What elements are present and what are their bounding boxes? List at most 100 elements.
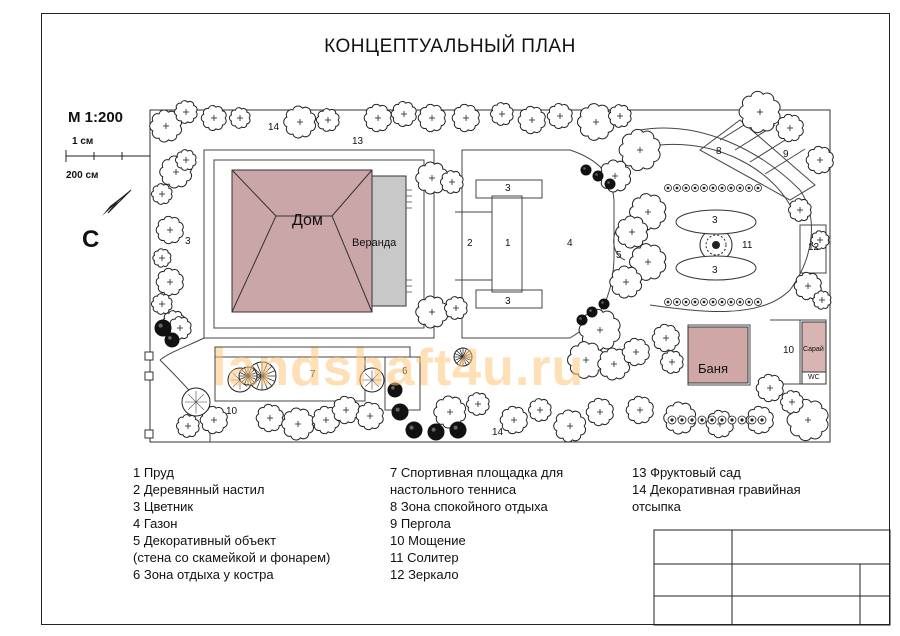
shrub-dot-icon <box>682 298 690 306</box>
shrub-dot-icon <box>727 415 737 425</box>
watermark: landshaft4u.ru <box>212 339 585 397</box>
tree-icon <box>755 373 784 403</box>
plan-number-3-bottom: 3 <box>505 296 511 307</box>
dark-shrub-icon <box>580 164 592 176</box>
shrub-dot-icon <box>709 298 717 306</box>
shrub-dot-icon <box>718 298 726 306</box>
shrub-dot-icon <box>667 415 677 425</box>
legend-item: 8 Зона спокойного отдыха <box>390 499 548 514</box>
shrub-dot-icon <box>709 184 717 192</box>
shrub-dot-icon <box>736 298 744 306</box>
tree-icon <box>451 103 480 133</box>
legend-item: 7 Спортивная площадка для <box>390 465 564 480</box>
tree-icon <box>151 293 173 315</box>
plan-number-1: 1 <box>505 238 511 249</box>
plan-number-3-left: 3 <box>185 236 191 247</box>
dark-shrub-icon <box>598 298 610 310</box>
tree-icon <box>176 414 200 438</box>
tree-icon <box>615 215 648 249</box>
shrub-dot-icon <box>682 184 690 192</box>
shrub-dot-icon <box>687 415 697 425</box>
plan-number-4: 4 <box>567 238 573 249</box>
plan-number-8: 8 <box>716 146 722 157</box>
shrub-dot-icon <box>707 415 717 425</box>
deciduous-tree-icon <box>181 387 211 417</box>
plan-number-11: 11 <box>742 240 753 251</box>
plan-number-5: 5 <box>616 250 622 261</box>
plan-number-6: 6 <box>402 366 408 377</box>
shrub-dot-icon <box>727 298 735 306</box>
shrub-dot-icon <box>664 184 672 192</box>
north-arrow <box>102 189 132 216</box>
tree-icon <box>200 105 227 131</box>
tree-icon <box>598 159 631 193</box>
tree-icon <box>199 405 228 435</box>
tree-icon <box>444 296 468 320</box>
tree-icon <box>281 407 314 441</box>
tree-icon <box>417 103 446 133</box>
conifer-icon <box>453 347 473 367</box>
legend-item: 12 Зеркало <box>390 567 459 582</box>
tree-icon <box>553 409 586 443</box>
legend-item: 13 Фруктовый сад <box>632 465 741 480</box>
plan-number-10-left: 10 <box>226 406 238 417</box>
plan-number-14-top: 14 <box>268 122 280 133</box>
legend-item: 14 Декоративная гравийная <box>632 482 801 497</box>
shrub-dot-icon <box>737 415 747 425</box>
shrub-dot-icon <box>673 184 681 192</box>
scale-label: М 1:200 <box>68 109 124 126</box>
shrub-dot-icon <box>754 184 762 192</box>
shrub-dot-icon <box>673 298 681 306</box>
plan-number-13: 13 <box>352 136 364 147</box>
tree-icon <box>651 323 680 353</box>
north-label: С <box>82 226 100 253</box>
scale-unit-small: 1 см <box>72 136 94 147</box>
dark-shrub-icon <box>576 314 588 326</box>
dark-shrub-icon <box>164 332 180 348</box>
legend-item: 5 Декоративный объект <box>133 533 277 548</box>
shrub-dot-icon <box>691 298 699 306</box>
tree-icon <box>546 103 573 129</box>
shrub-dot-icon <box>700 184 708 192</box>
dark-shrub-icon <box>405 421 423 439</box>
tree-icon <box>780 390 804 414</box>
dark-shrub-icon <box>449 421 467 439</box>
dark-shrub-icon <box>387 382 403 398</box>
plan-number-7: 7 <box>310 369 316 380</box>
tree-icon <box>609 265 642 299</box>
tree-icon <box>174 100 198 124</box>
shrub-dot-icon <box>736 184 744 192</box>
legend-item: отсыпка <box>632 499 681 514</box>
plan-number-12: 12 <box>808 242 820 253</box>
dark-shrub-icon <box>427 423 445 441</box>
shrub-dot-icon <box>718 184 726 192</box>
title-block <box>653 529 891 626</box>
tree-icon <box>517 105 546 135</box>
shrub-dot-icon <box>664 298 672 306</box>
tree-icon <box>629 243 667 281</box>
plan-number-3-top: 3 <box>505 183 511 194</box>
house-label: Дом <box>292 212 323 229</box>
deciduous-tree-icon <box>359 367 385 393</box>
tree-icon <box>415 161 448 195</box>
shrub-dot-icon <box>745 184 753 192</box>
tree-icon <box>577 103 615 141</box>
shed-label: Сарай <box>803 346 824 353</box>
plan-number-2: 2 <box>467 238 473 249</box>
legend-item: 10 Мощение <box>390 533 466 548</box>
tree-icon <box>499 405 528 435</box>
tree-icon <box>355 401 384 431</box>
shrub-dot-icon <box>745 298 753 306</box>
tree-icon <box>175 149 197 171</box>
shrub-dot-icon <box>691 184 699 192</box>
tree-icon <box>775 113 804 143</box>
shrub-dot-icon <box>697 415 707 425</box>
tree-icon <box>660 350 684 374</box>
tree-icon <box>229 107 251 129</box>
plot-boundary <box>144 109 831 443</box>
tree-icon <box>390 101 417 127</box>
tree-icon <box>738 90 781 134</box>
plan-number-14-bottom: 14 <box>492 427 504 438</box>
tree-icon <box>151 183 173 205</box>
